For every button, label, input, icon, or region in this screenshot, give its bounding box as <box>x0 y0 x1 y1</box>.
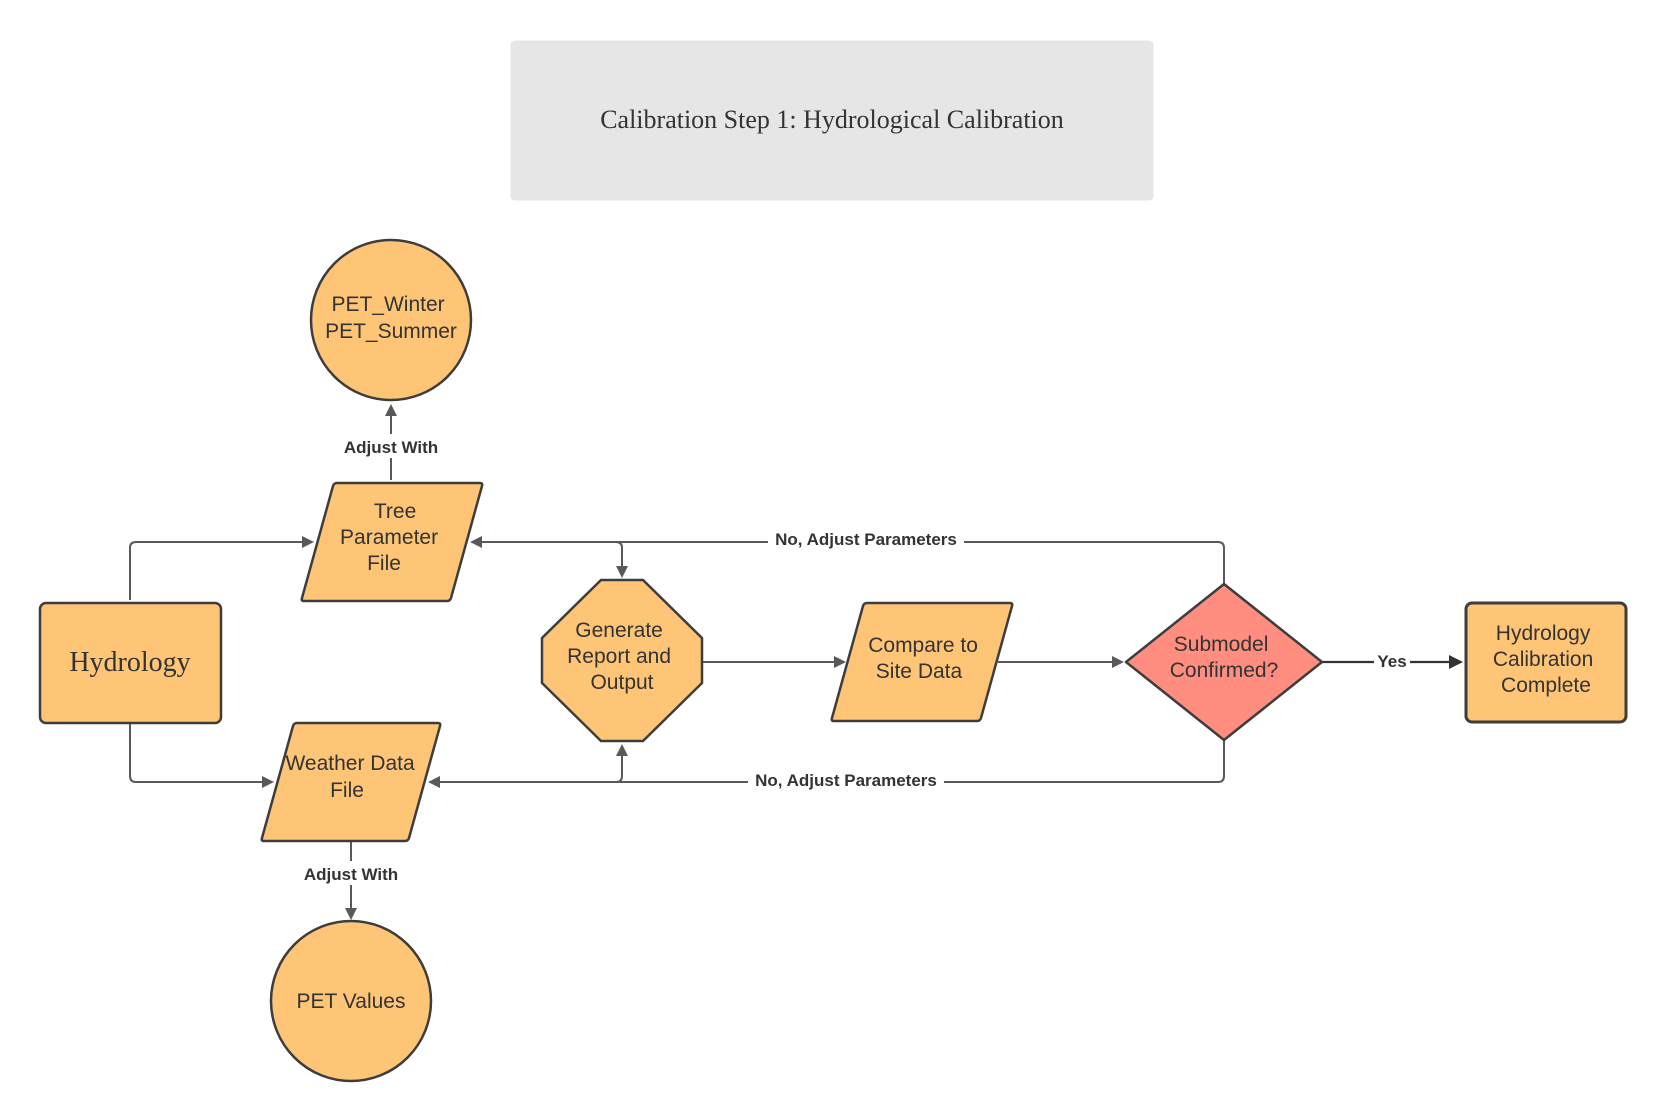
svg-text:Yes: Yes <box>1377 652 1406 671</box>
node-submodel-confirmed[interactable]: Submodel Confirmed? <box>1124 582 1324 742</box>
node-pet-seasonal-label: PET_Winter PET_Summer <box>325 293 457 343</box>
edge-decision-no-bottom <box>428 740 1225 788</box>
node-weather-data-file-label: Weather Data File <box>285 752 420 802</box>
node-calibration-complete[interactable]: Hydrology Calibration Complete <box>1464 601 1628 724</box>
svg-text:No, Adjust Parameters: No, Adjust Parameters <box>755 771 937 790</box>
node-compare-site-data[interactable]: Compare to Site Data <box>830 601 1014 723</box>
node-hydrology-label: Hydrology <box>69 647 190 678</box>
edge-label-yes: Yes <box>1374 650 1410 672</box>
node-tree-parameter-file-label: Tree Parameter File <box>340 500 444 575</box>
svg-text:No, Adjust Parameters: No, Adjust Parameters <box>775 530 957 549</box>
node-generate-report-label: Generate Report and Output <box>567 619 677 694</box>
node-tree-parameter-file[interactable]: Tree Parameter File <box>300 481 484 603</box>
svg-text:Adjust With: Adjust With <box>344 438 438 457</box>
edge-label-no-adjust-top: No, Adjust Parameters <box>768 528 964 552</box>
node-hydrology[interactable]: Hydrology <box>38 601 223 725</box>
node-weather-data-file[interactable]: Weather Data File <box>260 721 442 843</box>
title-box: Calibration Step 1: Hydrological Calibra… <box>510 40 1154 201</box>
edge-hydrology-to-tree <box>129 536 314 600</box>
node-compare-site-data-label: Compare to Site Data <box>868 634 984 683</box>
diagram-title: Calibration Step 1: Hydrological Calibra… <box>600 105 1064 134</box>
node-generate-report[interactable]: Generate Report and Output <box>540 578 704 743</box>
node-calibration-complete-label: Hydrology Calibration Complete <box>1493 622 1599 697</box>
edge-decision-no-top <box>470 536 1225 584</box>
node-submodel-confirmed-label: Submodel Confirmed? <box>1170 633 1279 682</box>
edge-label-adjust-with-bottom: Adjust With <box>298 861 404 885</box>
edge-weather-to-generate <box>615 744 628 783</box>
edge-hydrology-to-weather <box>129 723 274 788</box>
edge-label-adjust-with-top: Adjust With <box>338 434 444 458</box>
edge-tree-to-generate <box>480 541 628 578</box>
edge-label-no-adjust-bottom: No, Adjust Parameters <box>748 769 944 793</box>
node-pet-values[interactable]: PET Values <box>269 919 433 1083</box>
node-pet-values-label: PET Values <box>297 990 406 1013</box>
svg-text:Adjust With: Adjust With <box>304 865 398 884</box>
node-pet-seasonal[interactable]: PET_Winter PET_Summer <box>309 238 473 402</box>
